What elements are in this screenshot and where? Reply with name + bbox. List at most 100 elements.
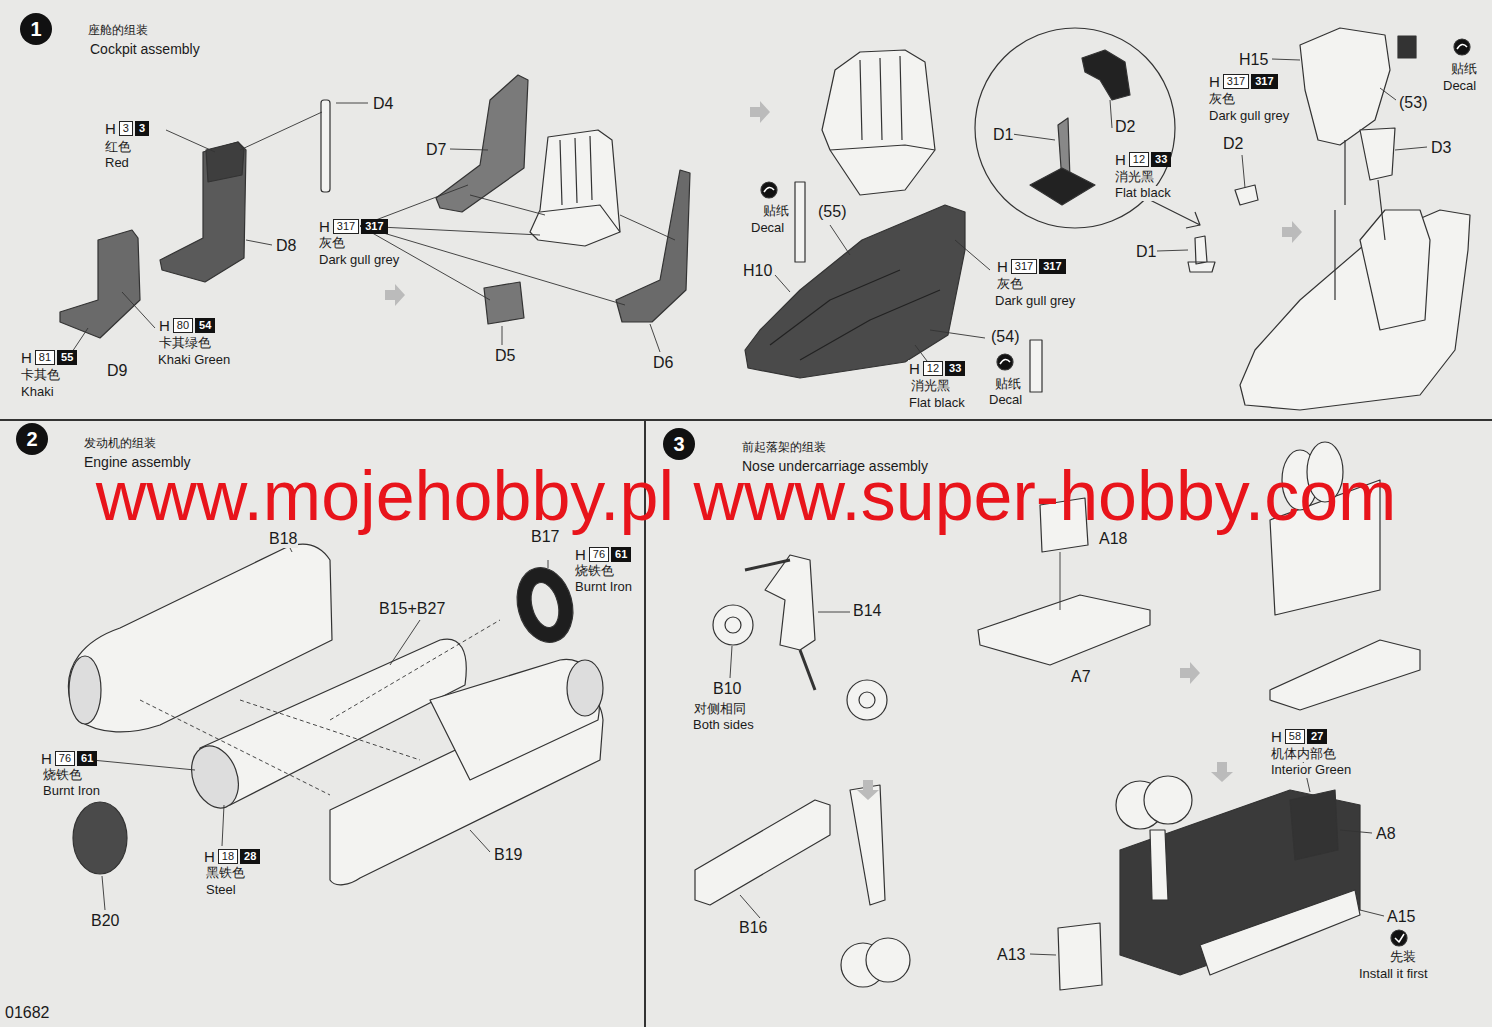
paint-note: Both sides [692, 718, 755, 733]
wheel [713, 605, 753, 645]
paint-note: 黑铁色 [205, 866, 246, 881]
paint-code: 12 [1129, 152, 1149, 167]
step-number: 1 [30, 18, 41, 41]
paint-prefix: H [1270, 728, 1283, 745]
paint-code: 317 [1251, 74, 1277, 89]
paint-note: 消光黑 [1114, 170, 1155, 185]
paint-note: Dark gull grey [1208, 109, 1290, 124]
step-title-zh: 座舱的组装 [88, 22, 148, 39]
paint-note: Decal [750, 221, 785, 236]
part-number: (54) [990, 328, 1020, 346]
paint-note: Burnt Iron [42, 784, 101, 799]
part-number: (55) [817, 203, 847, 221]
part-number: B16 [738, 919, 768, 937]
part-number: H15 [1238, 51, 1269, 69]
paint-note: 先装 [1389, 950, 1417, 965]
part-number: 01682 [4, 1004, 51, 1022]
paint-prefix: H [203, 848, 216, 865]
seat-cushion [60, 230, 140, 338]
paint-code: 55 [57, 350, 77, 365]
wheel-well-plate [978, 595, 1150, 665]
decal-icon [761, 182, 777, 198]
side-wall [1200, 890, 1360, 975]
part-number: D1 [992, 126, 1014, 144]
paint-code: 28 [240, 849, 260, 864]
paint-note: Flat black [908, 396, 966, 411]
instrument-panel [1300, 28, 1390, 145]
paint-code: 317 [1039, 259, 1065, 274]
paint-code: 3 [135, 121, 149, 136]
paint-prefix: H [318, 218, 331, 235]
paint-code: 317 [1011, 259, 1037, 274]
paint-note: Burnt Iron [574, 580, 633, 595]
stick-grip [1082, 50, 1130, 100]
watermark: www.mojehobby.pl www.super-hobby.com [96, 456, 1397, 537]
wheel-hub [725, 617, 741, 633]
paint-code: 80 [173, 318, 193, 333]
paint-note: 卡其绿色 [158, 336, 212, 351]
wheel-hub [859, 692, 875, 708]
cockpit-tub [745, 205, 965, 378]
install-first-icon [1391, 930, 1407, 946]
decal-icon [997, 354, 1013, 370]
paint-note: Decal [988, 393, 1023, 408]
paint-code: 33 [945, 361, 965, 376]
paint-code: 317 [333, 219, 359, 234]
paint-note: 灰色 [996, 277, 1024, 292]
paint-code: 3 [119, 121, 133, 136]
seat-part [484, 282, 524, 324]
paint-prefix: H [40, 750, 53, 767]
decal-icon [764, 44, 1467, 364]
paint-note: 灰色 [318, 236, 346, 251]
fit-line [1335, 140, 1385, 300]
paint-code: 27 [1307, 729, 1327, 744]
part-number: D5 [494, 347, 516, 365]
paint-code: 76 [55, 751, 75, 766]
paint-note: Dark gull grey [994, 294, 1076, 309]
paint-note: 卡其色 [20, 368, 61, 383]
paint-code: 18 [218, 849, 238, 864]
side-wall [695, 800, 830, 905]
paint-prefix: H [908, 360, 921, 377]
part-number: A15 [1386, 908, 1416, 926]
seat-side [616, 170, 690, 322]
install-first-icon [1395, 934, 1404, 942]
paint-code: 58 [1285, 729, 1305, 744]
paint-code: 76 [589, 547, 609, 562]
step-arrow [385, 101, 1302, 800]
wheel [1144, 776, 1192, 824]
paint-note: 贴纸 [762, 204, 790, 219]
wheel [847, 680, 887, 720]
seat-shell [530, 130, 620, 246]
part-number: D9 [106, 362, 128, 380]
paint-note: Khaki [20, 385, 55, 400]
detail-inset [975, 28, 1175, 228]
paint-prefix: H [20, 349, 33, 366]
paint-note: 烧铁色 [42, 768, 83, 783]
paint-code: 81 [35, 350, 55, 365]
paint-code: 317 [361, 219, 387, 234]
paint-code: 33 [1151, 152, 1171, 167]
paint-prefix: H [1114, 151, 1127, 168]
paint-note: 消光黑 [910, 379, 951, 394]
leader-lines [72, 59, 1427, 955]
step-number: 3 [673, 433, 684, 456]
part-number: B14 [852, 602, 882, 620]
paint-code: 61 [77, 751, 97, 766]
ring-part [509, 561, 581, 648]
small-part [1235, 185, 1258, 205]
panel-part [1290, 790, 1338, 860]
panel-part [1360, 128, 1395, 180]
paint-note: Dark gull grey [318, 253, 400, 268]
part-number: A13 [996, 946, 1026, 964]
paint-code: 61 [611, 547, 631, 562]
part-number: D2 [1114, 118, 1136, 136]
instrument-decal [1398, 36, 1416, 58]
wheel-well-plate [1270, 640, 1420, 710]
engine-shell [68, 544, 332, 732]
part-number: D2 [1222, 135, 1244, 153]
step-number-circle: 2 [16, 423, 48, 455]
engine-face [183, 739, 246, 814]
part-number: D6 [652, 354, 674, 372]
part-number: B19 [493, 846, 523, 864]
